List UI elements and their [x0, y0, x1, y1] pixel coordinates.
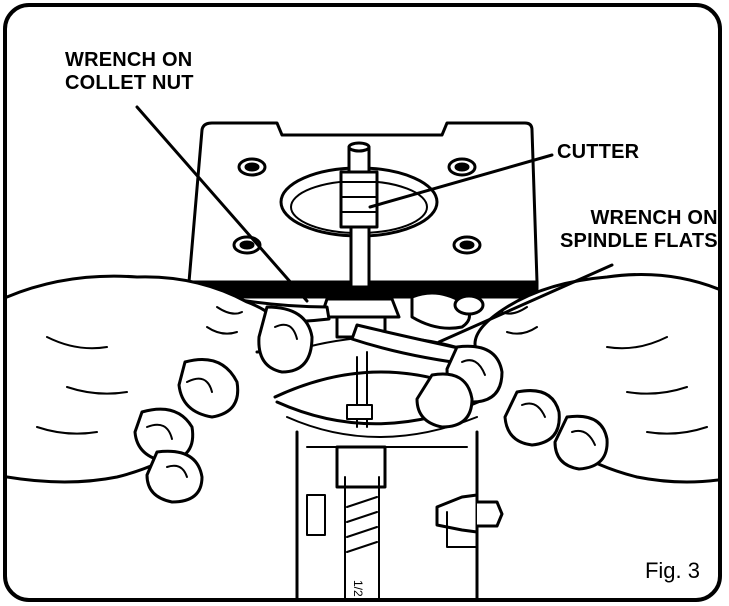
- callout-wrench-collet-nut: WRENCH ON COLLET NUT: [65, 49, 194, 95]
- callout-collet-line2: COLLET NUT: [65, 72, 194, 94]
- figure-label: Fig. 3: [644, 558, 700, 583]
- router-body: 1/2: [295, 430, 504, 598]
- leader-lines: [135, 105, 614, 344]
- callout-collet-line1: WRENCH ON: [65, 49, 193, 71]
- router-illustration: 1/2: [7, 105, 718, 598]
- collet-nut: [319, 291, 485, 339]
- leader-spindle-flats: [437, 263, 614, 344]
- svg-text:1/2: 1/2: [351, 580, 365, 597]
- callout-spindle-line2: SPINDLE FLATS: [560, 230, 718, 252]
- callout-cutter: CUTTER: [557, 141, 640, 163]
- leader-cutter: [368, 153, 554, 209]
- figure-frame: 1/2: [3, 3, 722, 602]
- left-hand: [7, 274, 314, 504]
- leader-collet-nut: [135, 105, 309, 303]
- callout-wrench-spindle-flats: WRENCH ON SPINDLE FLATS: [560, 207, 718, 253]
- callout-spindle-line1: WRENCH ON: [590, 207, 718, 229]
- right-hand: [415, 273, 718, 484]
- cutter-bit: [339, 141, 379, 289]
